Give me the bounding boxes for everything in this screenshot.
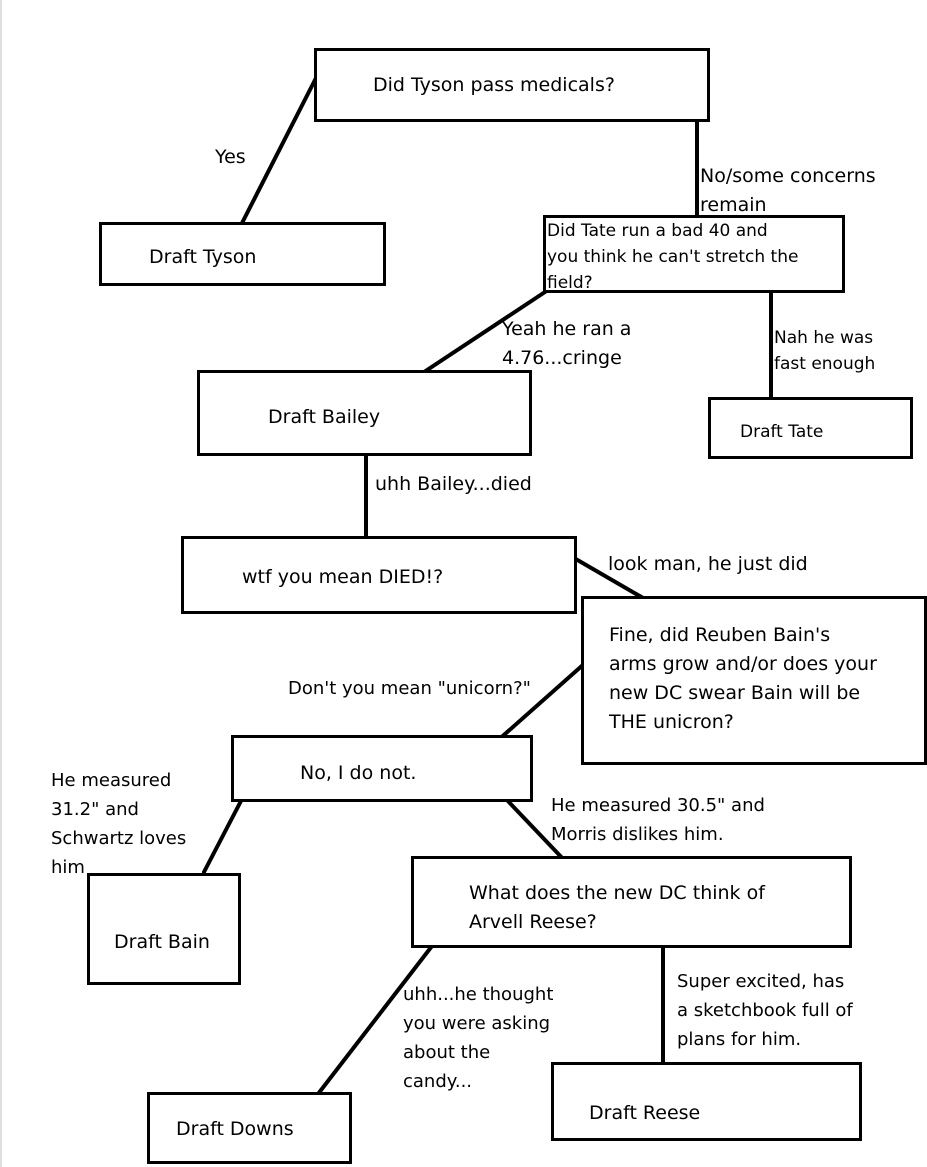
node-wtf-died: wtf you mean DIED!?: [181, 536, 577, 614]
node-draft-tyson-label: Draft Tyson: [149, 246, 257, 268]
node-draft-tate: Draft Tate: [708, 397, 913, 459]
node-draft-bailey: Draft Bailey: [197, 370, 532, 456]
node-tate-40: Did Tate run a bad 40 and you think he c…: [543, 215, 845, 293]
edge-label-candy: uhh...he thought you were asking about t…: [403, 984, 554, 1092]
node-draft-reese-label: Draft Reese: [589, 1102, 701, 1124]
node-draft-bailey-label: Draft Bailey: [268, 406, 381, 428]
edge-label-super-excited: Super excited, has a sketchbook full of …: [677, 971, 853, 1050]
node-draft-tate-label: Draft Tate: [740, 422, 824, 442]
node-reuben-bain-label: Fine, did Reuben Bain's arms grow and/or…: [609, 624, 877, 733]
node-draft-bain-label: Draft Bain: [114, 931, 210, 953]
node-draft-downs-label: Draft Downs: [176, 1118, 294, 1140]
node-arvell-reese-label: What does the new DC think of Arvell Ree…: [469, 882, 765, 933]
edge-reese-downs: [316, 944, 434, 1096]
edge-no-reese: [504, 797, 568, 864]
edge-bain-unicorn: [494, 662, 586, 744]
node-no-i-do-not-label: No, I do not.: [300, 762, 417, 784]
node-arvell-reese: What does the new DC think of Arvell Ree…: [411, 856, 852, 948]
edge-label-bailey-died: uhh Bailey...died: [375, 473, 532, 495]
edge-tate-yeah: [410, 288, 550, 382]
node-draft-bain: Draft Bain: [87, 873, 241, 985]
node-tate-40-label: Did Tate run a bad 40 and you think he c…: [547, 221, 799, 293]
node-tyson-medicals: Did Tyson pass medicals?: [314, 48, 710, 122]
edge-label-no-some-concerns: No/some concerns remain: [700, 165, 876, 216]
node-tyson-medicals-label: Did Tyson pass medicals?: [373, 74, 615, 96]
edge-died-lookman: [572, 556, 652, 604]
edge-label-measured-312: He measured 31.2" and Schwartz loves him: [51, 770, 187, 878]
edge-label-measured-305: He measured 30.5" and Morris dislikes hi…: [551, 795, 765, 845]
node-draft-tyson: Draft Tyson: [99, 222, 386, 286]
edge-tyson-yes: [238, 76, 318, 229]
node-no-i-do-not: No, I do not.: [231, 735, 533, 802]
node-reuben-bain: Fine, did Reuben Bain's arms grow and/or…: [581, 596, 927, 765]
edge-no-bain: [202, 797, 244, 874]
edge-label-look-man: look man, he just did: [608, 553, 808, 575]
node-draft-reese: Draft Reese: [551, 1062, 862, 1141]
edge-label-nah-fast: Nah he was fast enough: [774, 328, 876, 374]
edge-label-yeah-476: Yeah he ran a 4.76...cringe: [502, 318, 632, 369]
node-draft-downs: Draft Downs: [147, 1092, 352, 1164]
node-wtf-died-label: wtf you mean DIED!?: [242, 566, 444, 588]
edge-label-unicorn: Don't you mean "unicorn?": [288, 678, 531, 699]
edge-label-yes: Yes: [215, 146, 246, 168]
